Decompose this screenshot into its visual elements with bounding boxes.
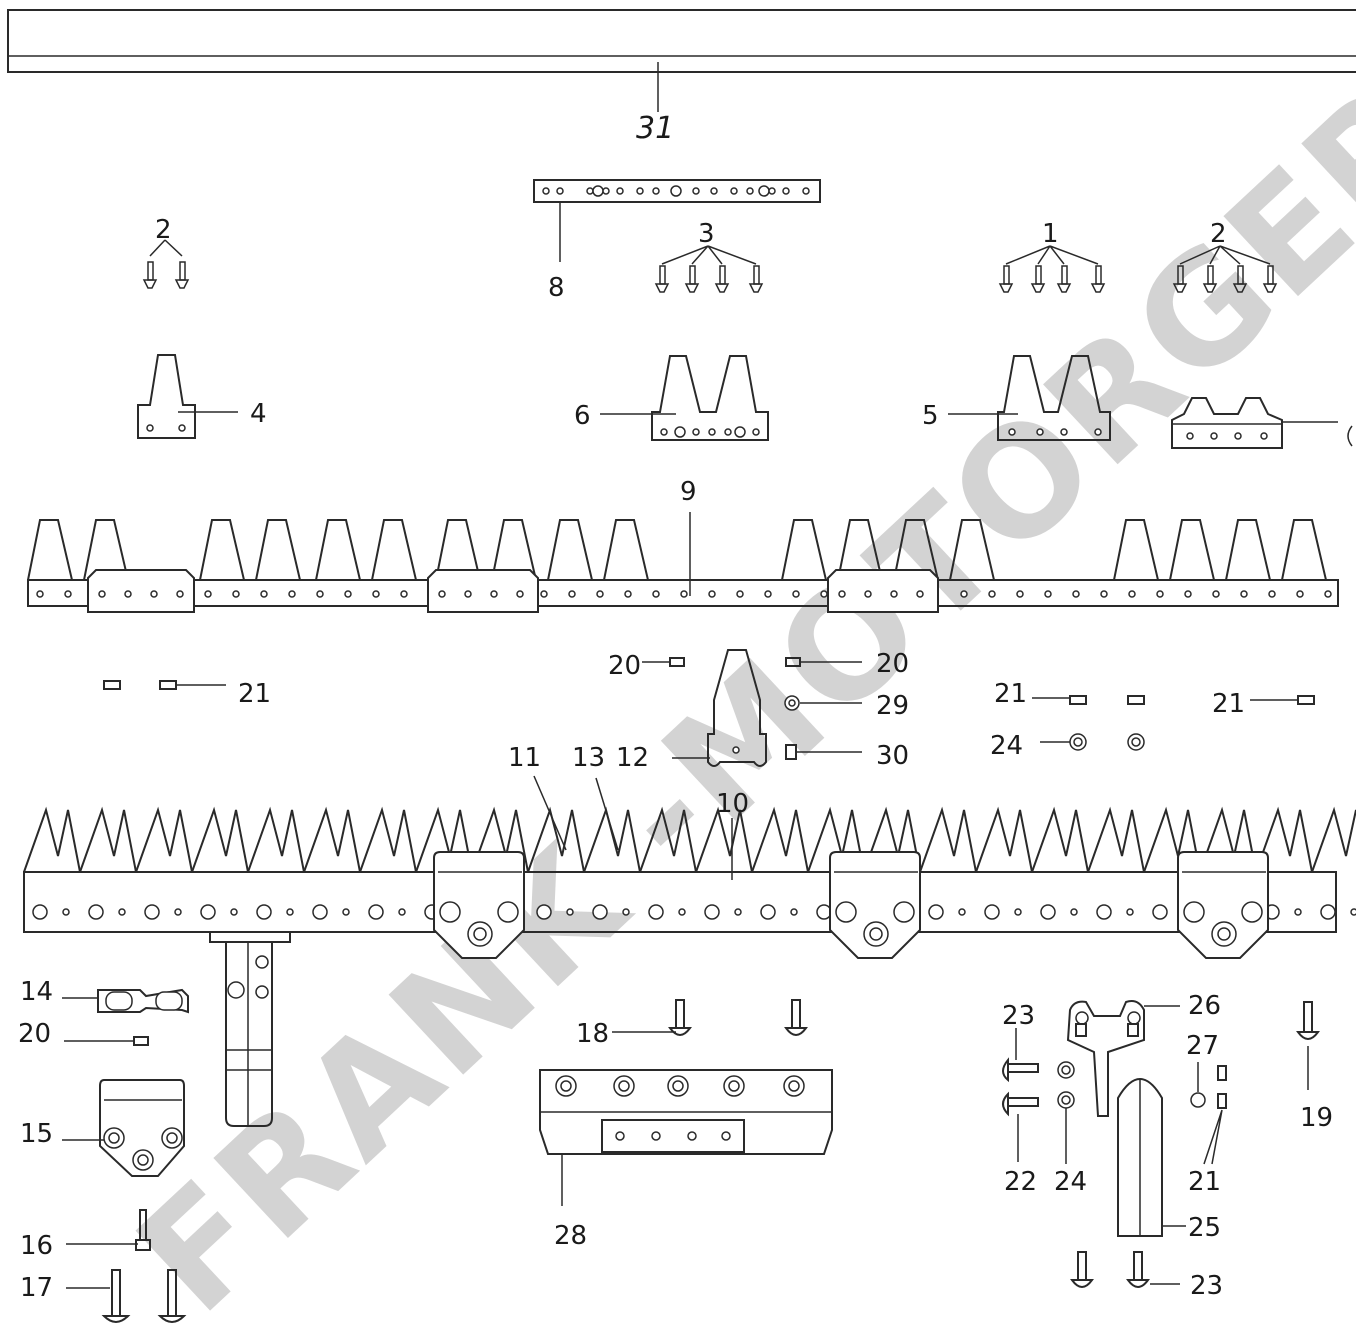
label-26: 26: [1188, 991, 1221, 1021]
part-31-bar: [7, 9, 1356, 112]
label-11: 11: [508, 743, 541, 773]
label-24-b: 24: [1054, 1167, 1087, 1197]
part-2-rivets-right: [1172, 245, 1278, 293]
label-30: 30: [876, 741, 909, 771]
label-4: 4: [250, 399, 267, 429]
label-18: 18: [576, 1019, 609, 1049]
part-16-bolt: [66, 1209, 151, 1251]
label-10: 10: [716, 789, 749, 819]
label-31: 31: [636, 111, 674, 146]
label-15: 15: [20, 1119, 53, 1149]
drive-arm: [209, 931, 291, 1127]
small-hardware-21-left: [103, 680, 226, 690]
label-19: 19: [1300, 1103, 1333, 1133]
part-28-plate: [539, 1069, 833, 1206]
part-17-bolts: [66, 1269, 187, 1323]
part-wide-plate: [1171, 397, 1353, 449]
part-21-nuts-right: [1203, 1065, 1227, 1165]
label-6: 6: [574, 401, 591, 431]
label-12: 12: [616, 743, 649, 773]
part-26-bracket: [1066, 1000, 1180, 1117]
label-23-a: 23: [1002, 1001, 1035, 1031]
label-8: 8: [548, 273, 565, 303]
label-20-b: 20: [876, 649, 909, 679]
label-21-c: 21: [1212, 689, 1245, 719]
label-21-left: 21: [238, 679, 271, 709]
part-23-bolt-top: [1002, 1028, 1039, 1083]
part-8-strip: [533, 179, 821, 262]
label-3: 3: [698, 219, 715, 249]
label-20-a: 20: [608, 651, 641, 681]
label-27: 27: [1186, 1031, 1219, 1061]
label-16: 16: [20, 1231, 53, 1261]
part-15-guide-plate: [62, 1079, 185, 1177]
label-14: 14: [20, 977, 53, 1007]
part-3-rivets: [654, 245, 764, 293]
label-20-c: 20: [18, 1019, 51, 1049]
part-9-knife-assembly: [27, 512, 1339, 613]
label-21-b: 21: [994, 679, 1027, 709]
part-27-washer: [1190, 1062, 1206, 1108]
hardware-20-center: [642, 657, 862, 760]
label-24-a: 24: [990, 731, 1023, 761]
part-6-double-section: [600, 355, 769, 441]
label-9: 9: [680, 477, 697, 507]
part-2-rivets-left: [142, 239, 190, 289]
label-28: 28: [554, 1221, 587, 1251]
label-1: 1: [1042, 219, 1059, 249]
label-2-left: 2: [155, 215, 172, 245]
part-1-rivets: [998, 245, 1106, 293]
part-18-bolts: [612, 999, 808, 1036]
part-23-bolts-bottom: [1070, 1251, 1180, 1288]
part-24-washers: [1057, 1061, 1075, 1164]
label-23-b: 23: [1190, 1271, 1223, 1301]
label-5: 5: [922, 401, 939, 431]
part-12-tooth-insert: [672, 649, 767, 767]
part-19-bolt: [1296, 1001, 1320, 1090]
label-29: 29: [876, 691, 909, 721]
part-25-guard: [1117, 1078, 1186, 1237]
label-22: 22: [1004, 1167, 1037, 1197]
hardware-20-left: [64, 1036, 149, 1046]
label-2-right: 2: [1210, 219, 1227, 249]
part-22-bolt: [1002, 1091, 1039, 1162]
label-13: 13: [572, 743, 605, 773]
label-21-d: 21: [1188, 1167, 1221, 1197]
part-10-finger-bar: [23, 775, 1356, 959]
watermark-text: FRANK -MOTORGERÄTE: [105, 0, 1356, 1331]
part-4-single-section: [137, 354, 238, 439]
label-17: 17: [20, 1273, 53, 1303]
hardware-21-24-right: [1032, 695, 1315, 751]
label-25: 25: [1188, 1213, 1221, 1243]
part-5-double-section: [948, 355, 1111, 441]
part-14-clip: [62, 988, 189, 1014]
